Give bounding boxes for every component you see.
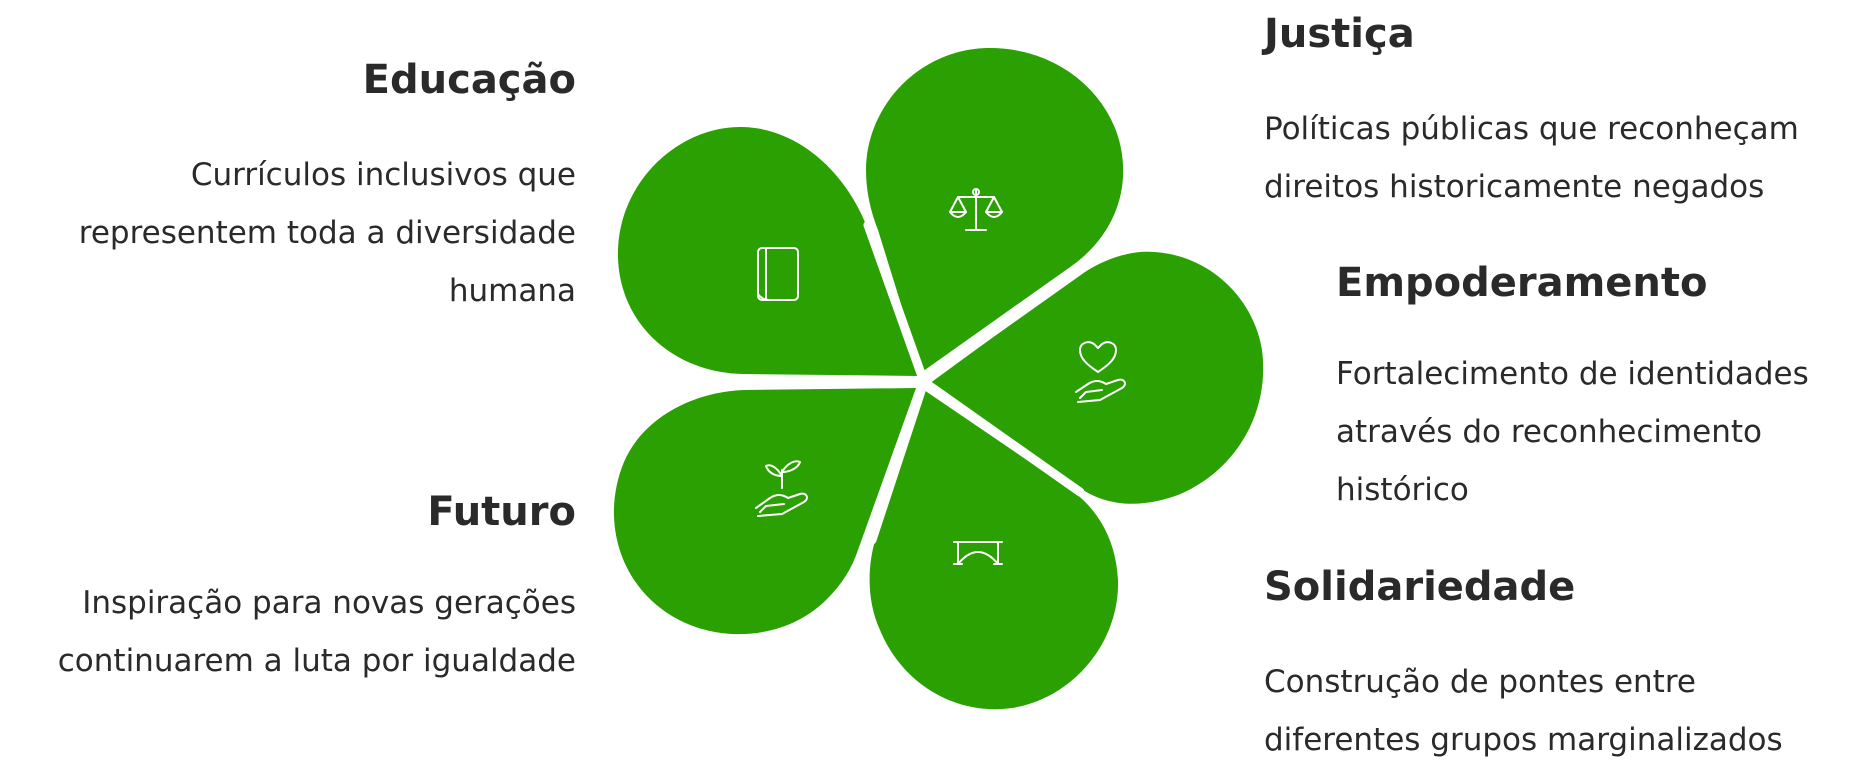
section-solidariedade: Solidariedade Construção de pontes entre… xyxy=(1264,563,1864,769)
section-text-solidariedade: Construção de pontes entre diferentes gr… xyxy=(1264,664,1783,758)
petal-justica xyxy=(866,48,1124,372)
section-title-empoderamento: Empoderamento xyxy=(1336,260,1708,306)
scales-icon xyxy=(949,188,1003,231)
sprout-hand-icon xyxy=(755,460,808,517)
bridge-icon xyxy=(953,541,1003,565)
section-text-futuro: Inspiração para novas gerações continuar… xyxy=(57,585,576,679)
petal-solidariedade xyxy=(869,390,1119,710)
petal-futuro xyxy=(613,388,916,635)
section-title-futuro: Futuro xyxy=(427,489,576,535)
petal-educacao xyxy=(617,126,918,377)
section-text-empoderamento: Fortalecimento de identidades através do… xyxy=(1336,356,1809,508)
section-text-justica: Políticas públicas que reconheçam direit… xyxy=(1264,111,1799,205)
section-futuro: Futuro Inspiração para novas gerações co… xyxy=(0,488,576,690)
section-text-educacao: Currículos inclusivos que representem to… xyxy=(78,157,576,309)
section-title-solidariedade: Solidariedade xyxy=(1264,564,1576,610)
section-justica: Justiça Políticas públicas que reconheça… xyxy=(1264,10,1864,216)
section-title-educacao: Educação xyxy=(362,57,576,103)
flower-diagram xyxy=(613,48,1264,710)
section-title-justica: Justiça xyxy=(1264,11,1415,57)
heart-hand-icon xyxy=(1075,341,1126,403)
section-empoderamento: Empoderamento Fortalecimento de identida… xyxy=(1336,259,1872,519)
book-icon xyxy=(757,247,799,301)
section-educacao: Educação Currículos inclusivos que repre… xyxy=(0,56,576,320)
